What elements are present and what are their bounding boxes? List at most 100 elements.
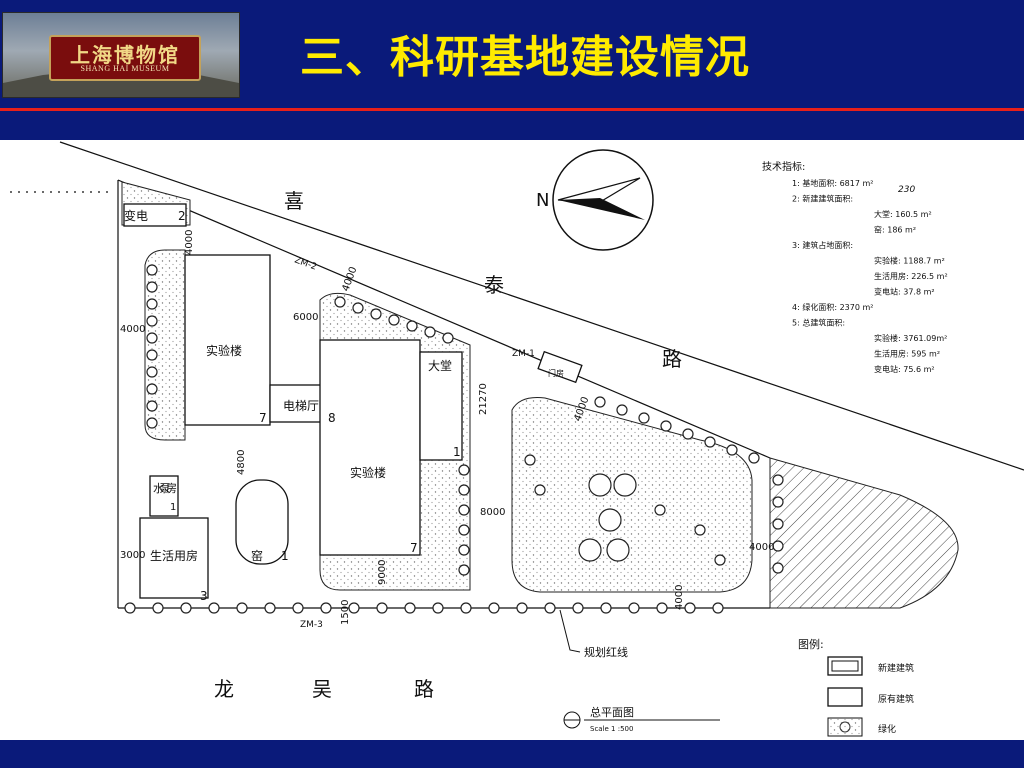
tree-symbol bbox=[146, 366, 158, 378]
tree-symbol bbox=[458, 484, 470, 496]
tree-symbol bbox=[524, 454, 536, 466]
tree-symbol bbox=[124, 602, 136, 614]
tree-symbol bbox=[588, 473, 612, 497]
plan-title: 总平面图 bbox=[590, 705, 634, 719]
gate-zm-2: ZM-2 bbox=[293, 255, 318, 272]
legend: 图例: 新建建筑 原有建筑 绿化 bbox=[798, 637, 914, 737]
tree-symbol bbox=[404, 602, 416, 614]
tree-symbol bbox=[352, 302, 364, 314]
museum-logo: 上海博物馆 SHANG HAI MUSEUM bbox=[2, 12, 240, 98]
hall-number: 1 bbox=[453, 445, 461, 459]
kiln-number: 1 bbox=[281, 549, 289, 563]
dim-4000-b: 4000 bbox=[120, 324, 145, 335]
slide-title: 三、科研基地建设情况 bbox=[300, 32, 750, 83]
substation-building bbox=[123, 203, 187, 227]
living-label: 生活用房 bbox=[150, 548, 198, 563]
road-char-xi: 喜 bbox=[284, 189, 304, 213]
tree-symbol bbox=[458, 544, 470, 556]
slide-header: 上海博物馆 SHANG HAI MUSEUM 三、科研基地建设情况 bbox=[0, 0, 1024, 108]
tree-symbol bbox=[714, 554, 726, 566]
tree-symbol bbox=[458, 524, 470, 536]
tree-symbol bbox=[152, 602, 164, 614]
legend-swatch-existing bbox=[827, 687, 863, 707]
tree-symbol bbox=[534, 484, 546, 496]
substation-number: 2 bbox=[178, 209, 186, 223]
tree-symbol bbox=[544, 602, 556, 614]
logo-english-name: SHANG HAI MUSEUM bbox=[80, 64, 170, 73]
tree-symbol bbox=[236, 602, 248, 614]
tree-symbol bbox=[772, 496, 784, 508]
dim-4800: 4800 bbox=[236, 450, 247, 475]
tree-symbol bbox=[660, 420, 672, 432]
dim-3000: 3000 bbox=[120, 550, 145, 561]
tech-row: 实验楼: 1188.7 m² bbox=[874, 256, 945, 266]
gate-zm-1: ZM-1 bbox=[512, 349, 535, 359]
lab-left-label: 实验楼 bbox=[206, 343, 242, 358]
lab-main-number: 7 bbox=[410, 541, 418, 555]
tree-symbol bbox=[600, 602, 612, 614]
gatehouse-building bbox=[537, 350, 583, 384]
tech-row: 实验楼: 3761.09m² bbox=[874, 333, 947, 343]
tree-symbol bbox=[578, 538, 602, 562]
logo-chinese-name: 上海博物馆 bbox=[70, 43, 180, 67]
north-arrow-compass: N bbox=[536, 149, 654, 251]
tech-row: 1: 基地面积: 6817 m² bbox=[792, 178, 873, 188]
planning-red-line-callout: 规划红线 bbox=[559, 609, 628, 659]
legend-swatch-new bbox=[827, 656, 863, 676]
technical-indicators: 技术指标: 230 1: 基地面积: 6817 m²2: 新建建筑面积:大堂: … bbox=[762, 160, 948, 374]
dim-4000-f: 4000 bbox=[674, 585, 685, 610]
pump-room-building bbox=[149, 475, 179, 517]
tree-symbol bbox=[388, 314, 400, 326]
hall-label: 大堂 bbox=[428, 359, 452, 373]
tech-row: 4: 绿化面积: 2370 m² bbox=[792, 302, 873, 312]
tree-symbol bbox=[406, 320, 418, 332]
gatehouse-label: 门房 bbox=[548, 368, 564, 378]
road-char-wu: 吴 bbox=[312, 677, 332, 701]
legend-swatch-green bbox=[827, 717, 863, 737]
substation-label: 变电 bbox=[124, 208, 148, 223]
pump-room-number: 1 bbox=[170, 502, 176, 513]
kiln-label: 窑 bbox=[251, 548, 263, 563]
lab-main-label: 实验楼 bbox=[350, 465, 386, 480]
dim-21270: 21270 bbox=[478, 383, 489, 415]
tree-symbol bbox=[613, 473, 637, 497]
tech-handwritten-note: 230 bbox=[898, 185, 915, 195]
hatched-existing-area bbox=[769, 457, 959, 609]
dim-4000-c: 4000 bbox=[340, 265, 359, 293]
plan-title-block: 总平面图 Scale 1 :500 bbox=[563, 705, 720, 733]
tree-symbol bbox=[694, 524, 706, 536]
elevator-hall-number: 8 bbox=[328, 411, 336, 425]
north-label: N bbox=[536, 190, 549, 211]
lab-building-left bbox=[184, 254, 271, 426]
planning-red-line-label: 规划红线 bbox=[584, 645, 628, 659]
kiln-building bbox=[235, 479, 289, 565]
plan-scale: Scale 1 :500 bbox=[590, 725, 633, 733]
tree-symbol bbox=[684, 602, 696, 614]
legend-label-new: 新建建筑 bbox=[878, 662, 914, 674]
tree-symbol bbox=[264, 602, 276, 614]
tech-row: 变电站: 75.6 m² bbox=[874, 364, 935, 374]
tree-symbol bbox=[726, 444, 738, 456]
tree-symbol bbox=[146, 281, 158, 293]
lab-building-main bbox=[319, 339, 421, 556]
dim-9000: 9000 bbox=[377, 560, 388, 585]
pump-room-label: 水泵房 bbox=[153, 482, 177, 495]
tree-symbol bbox=[460, 602, 472, 614]
tree-symbol bbox=[638, 412, 650, 424]
dim-8000: 8000 bbox=[480, 507, 505, 518]
tree-symbol bbox=[146, 298, 158, 310]
tree-symbol bbox=[772, 518, 784, 530]
living-building bbox=[139, 517, 209, 599]
tech-row: 3: 建筑占地面积: bbox=[792, 240, 853, 250]
tree-symbol bbox=[488, 602, 500, 614]
tree-symbol bbox=[772, 540, 784, 552]
tree-symbol bbox=[606, 538, 630, 562]
lab-left-number: 7 bbox=[259, 411, 267, 425]
tree-symbol bbox=[598, 508, 622, 532]
tree-symbol bbox=[146, 417, 158, 429]
tree-symbol bbox=[712, 602, 724, 614]
living-number: 3 bbox=[200, 589, 208, 603]
tree-symbol bbox=[320, 602, 332, 614]
tree-symbol bbox=[458, 464, 470, 476]
tree-symbol bbox=[146, 400, 158, 412]
